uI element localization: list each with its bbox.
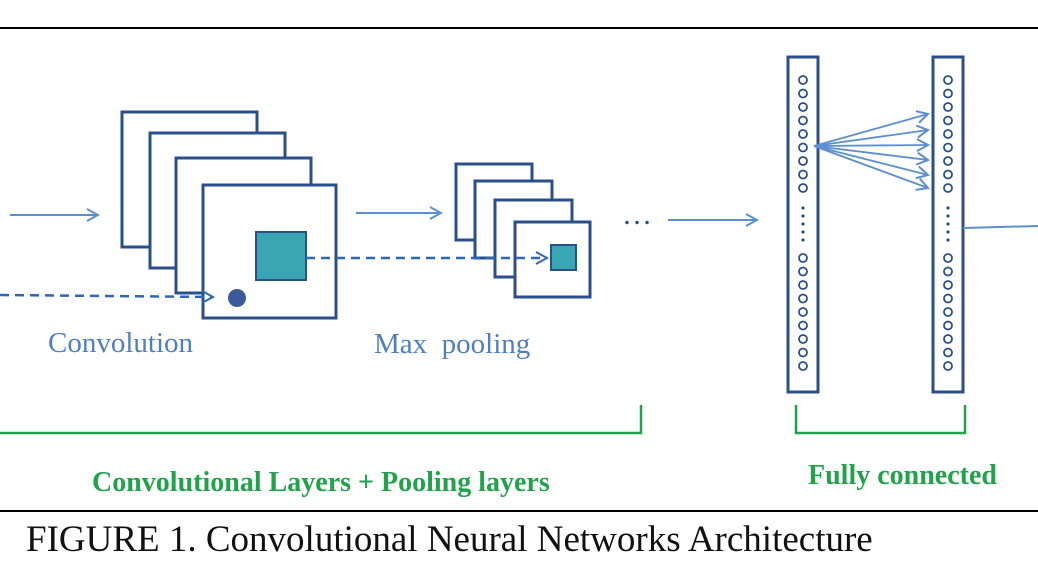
max-pooling-label: Max pooling [374,328,530,360]
fc-bracket [794,405,967,435]
fully-connected-label: Fully connected [808,460,997,491]
fc2-neuron [943,293,953,304]
conv-pool-group-label: Convolutional Layers + Pooling layers [92,467,550,498]
fc2-neuron [943,169,953,180]
fc2-neuron [943,320,953,331]
fc2-neuron [943,347,953,358]
fc2-neuron [943,266,953,277]
fc2-neuron [943,253,953,263]
fc1-ellipsis-dot [801,214,805,218]
fc1-neuron [798,320,808,331]
dashed-arrow-input-to-conv [0,295,213,297]
fc-connection-arrow [813,145,928,146]
fc2-neuron [943,129,953,139]
conv-output-dot [228,289,246,307]
fc2-ellipsis-dot [946,206,950,210]
fc2-neuron [943,102,953,112]
fc1-neuron [798,169,808,180]
fc1-neuron [798,307,808,317]
fc1-neuron [798,253,808,263]
fc1-neuron [798,183,808,193]
fc1-neuron [798,75,808,85]
fc1-neuron [798,361,808,371]
fc1-neuron [798,347,808,358]
figure-caption: FIGURE 1. Convolutional Neural Networks … [26,519,873,560]
fc-connection-arrow [813,145,928,175]
fc2-neuron [943,88,953,99]
fc2-neuron [943,183,953,193]
pool-output-square [550,244,577,271]
fc-connection-arrow [813,145,928,160]
fc1-neuron [798,156,808,166]
output-line [962,225,1038,229]
fc2-neuron [943,156,953,166]
fc1-neuron [798,266,808,277]
ellipsis-label: … [622,198,652,231]
fc-connection-arrow [813,114,928,147]
fc1-neuron [798,280,808,290]
fc1-neuron [798,88,808,99]
fc1-neuron [798,293,808,304]
pooling-feature-maps [454,162,592,299]
fc2-ellipsis-dot [946,230,950,234]
fc2-ellipsis-dot [946,214,950,218]
fc-layer-1-nodes [798,75,808,371]
fc2-neuron [943,280,953,290]
fc1-ellipsis-dot [801,206,805,210]
convolution-label: Convolution [48,327,194,359]
fc1-neuron [798,102,808,112]
conv-pool-bracket [0,405,643,435]
fc1-ellipsis-dot [801,222,805,226]
fc2-neuron [943,75,953,85]
fc1-neuron [798,115,808,126]
fc2-ellipsis-dot [946,238,950,242]
fc1-neuron [798,334,808,344]
convolution-feature-maps [120,110,338,320]
fc2-neuron [943,115,953,126]
fc-connection-arrow [813,145,928,188]
fc1-ellipsis-dot [801,230,805,234]
fc2-neuron [943,142,953,153]
fc1-neuron [798,142,808,153]
fc2-neuron [943,307,953,317]
fc1-neuron [798,129,808,139]
fc-connection-arrow [813,130,928,147]
fc2-neuron [943,334,953,344]
fc2-neuron [943,361,953,371]
fc2-ellipsis-dot [946,222,950,226]
conv-filter-square [255,231,307,281]
fc-layer-2-nodes [943,75,953,371]
fc-connection-arrows [813,114,928,188]
fc1-ellipsis-dot [801,238,805,242]
